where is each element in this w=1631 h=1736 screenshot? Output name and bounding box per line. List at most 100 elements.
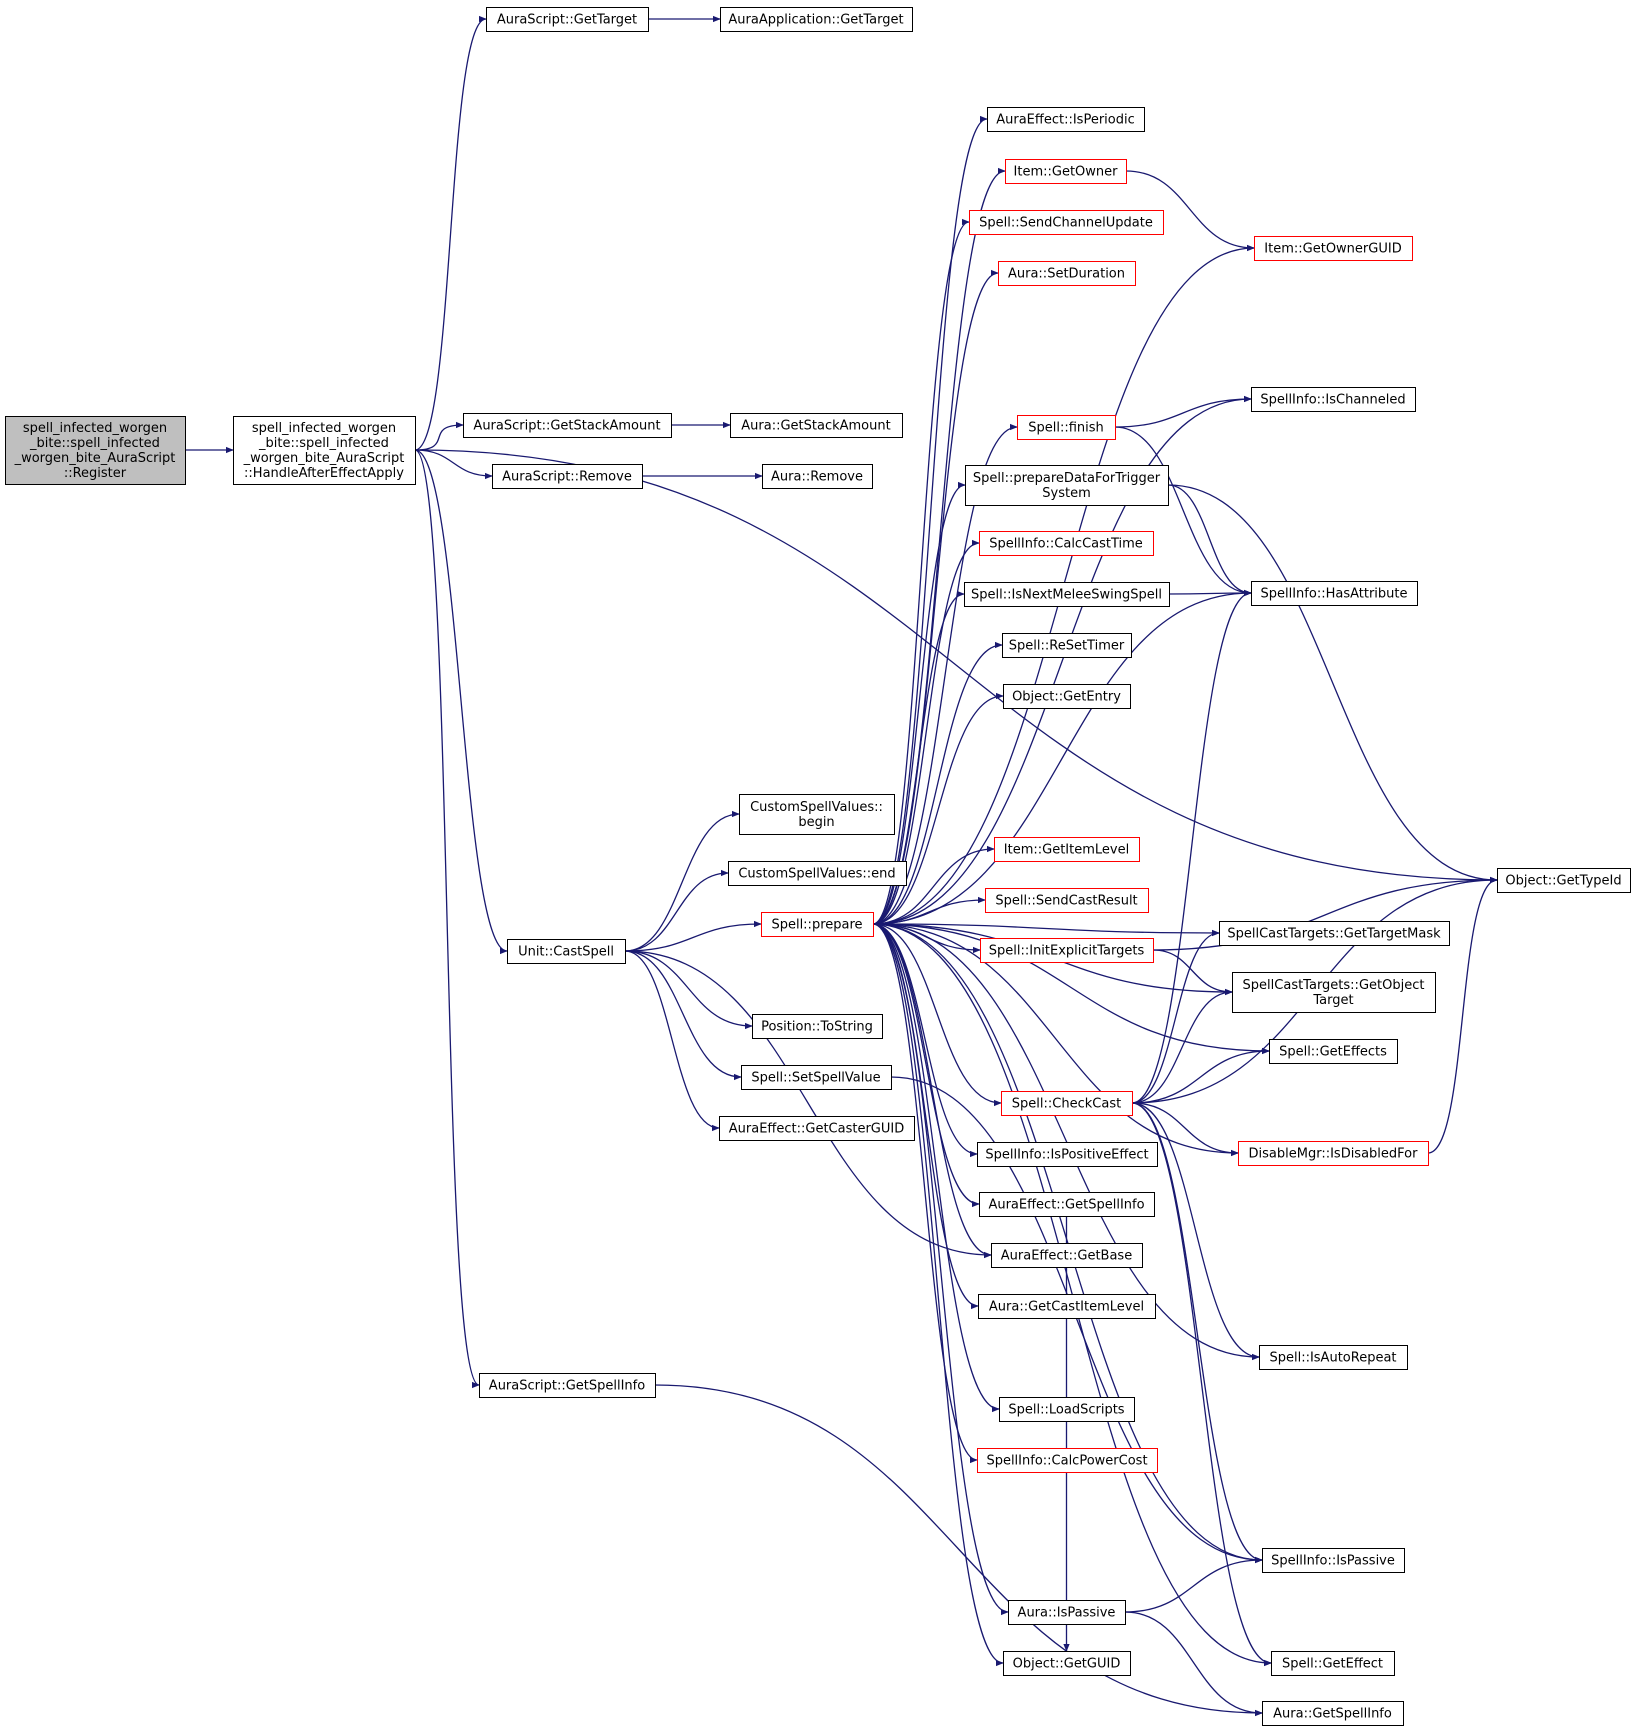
node-hafter[interactable]: spell_infected_worgen_bite::spell_infect… (233, 416, 416, 485)
node-box-itemlevel (994, 837, 1140, 862)
edge-prepare-to-ischanneled (872, 395, 1252, 925)
node-pos_tostring[interactable]: Position::ToString (752, 1014, 883, 1039)
edge-hafter-to-as_gettarget (414, 15, 487, 451)
node-as_remove[interactable]: AuraScript::Remove (492, 464, 643, 489)
node-box-checkcast (1001, 1091, 1133, 1116)
edge-checkcast-to-si_ispassive (1131, 1102, 1263, 1564)
edge-prepare-to-getguid (872, 923, 1004, 1667)
node-a_getstack[interactable]: Aura::GetStackAmount (730, 413, 903, 438)
edge-hafter-to-as_getstack (414, 421, 464, 451)
node-label-nextmelee-0: Spell::IsNextMeleeSwingSpell (971, 588, 1162, 603)
edge-castspell-to-ae_castergiud (624, 950, 720, 1132)
node-label-hafter-3: ::HandleAfterEffectApply (244, 466, 404, 481)
edge-initexplicit-to-objecttarget (1152, 949, 1233, 996)
node-gettypeid[interactable]: Object::GetTypeId (1497, 868, 1631, 893)
node-disabledfor[interactable]: DisableMgr::IsDisabledFor (1238, 1141, 1429, 1166)
node-sendcastresult[interactable]: Spell::SendCastResult (985, 888, 1149, 913)
node-getguid[interactable]: Object::GetGUID (1003, 1651, 1131, 1676)
node-label-ischanneled-0: SpellInfo::IsChanneled (1260, 393, 1405, 408)
node-label-a_getspellinfo-0: Aura::GetSpellInfo (1273, 1707, 1392, 1722)
node-csv_begin[interactable]: CustomSpellValues::begin (739, 794, 895, 835)
node-targetmask[interactable]: SpellCastTargets::GetTargetMask (1219, 921, 1450, 946)
node-label-disabledfor-0: DisableMgr::IsDisabledFor (1249, 1147, 1419, 1162)
node-hasattribute[interactable]: SpellInfo::HasAttribute (1251, 581, 1418, 606)
node-checkcast[interactable]: Spell::CheckCast (1001, 1091, 1133, 1116)
node-label-item_getowner-0: Item::GetOwner (1014, 165, 1119, 180)
node-ae_isperiodic[interactable]: AuraEffect::IsPeriodic (987, 107, 1145, 132)
node-geteffects[interactable]: Spell::GetEffects (1269, 1039, 1398, 1064)
node-csv_end[interactable]: CustomSpellValues::end (728, 861, 907, 886)
node-label-objecttarget-1: Target (1312, 993, 1353, 1008)
node-a_castitemlevel[interactable]: Aura::GetCastItemLevel (978, 1294, 1156, 1319)
node-nextmelee[interactable]: Spell::IsNextMeleeSwingSpell (964, 582, 1170, 607)
node-aa_gettarget[interactable]: AuraApplication::GetTarget (720, 7, 913, 32)
node-getentry[interactable]: Object::GetEntry (1003, 684, 1131, 709)
node-geteffect[interactable]: Spell::GetEffect (1271, 1651, 1395, 1676)
node-box-castspell (507, 939, 626, 964)
node-a_getspellinfo[interactable]: Aura::GetSpellInfo (1262, 1701, 1404, 1726)
edge-prepare-to-sendcastresult (872, 896, 986, 925)
node-as_gettarget[interactable]: AuraScript::GetTarget (486, 7, 649, 32)
node-box-getentry (1003, 684, 1131, 709)
node-box-a_remove (762, 464, 873, 489)
node-isautorepeat[interactable]: Spell::IsAutoRepeat (1259, 1345, 1408, 1370)
edge-prepare-to-nextmelee (872, 590, 965, 925)
node-box-a_castitemlevel (978, 1294, 1156, 1319)
node-box-ae_getbase (991, 1243, 1143, 1268)
node-box-pos_tostring (752, 1014, 883, 1039)
node-finish[interactable]: Spell::finish (1017, 415, 1116, 440)
node-box-as_getspellinfo (479, 1373, 656, 1398)
node-box-geteffect (1271, 1651, 1395, 1676)
node-ispositive[interactable]: SpellInfo::IsPositiveEffect (977, 1142, 1158, 1167)
node-sendchannel[interactable]: Spell::SendChannelUpdate (969, 210, 1164, 235)
node-label-as_remove-0: AuraScript::Remove (502, 470, 632, 485)
node-ischanneled[interactable]: SpellInfo::IsChanneled (1251, 387, 1416, 412)
node-a_ispassive[interactable]: Aura::IsPassive (1008, 1600, 1126, 1625)
node-box-geteffects (1269, 1039, 1398, 1064)
node-a_setduration[interactable]: Aura::SetDuration (998, 261, 1136, 286)
edge-preptrigger-to-hasattribute (1167, 484, 1252, 597)
node-initexplicit[interactable]: Spell::InitExplicitTargets (980, 938, 1154, 963)
node-label-prepare-0: Spell::prepare (771, 918, 862, 933)
node-itemlevel[interactable]: Item::GetItemLevel (994, 837, 1140, 862)
node-label-csv_begin-1: begin (798, 815, 834, 830)
edge-prepare-to-isautorepeat (872, 923, 1260, 1361)
node-castspell[interactable]: Unit::CastSpell (507, 939, 626, 964)
node-label-finish-0: Spell::finish (1028, 421, 1104, 436)
node-label-a_setduration-0: Aura::SetDuration (1008, 267, 1125, 282)
node-ae_getbase[interactable]: AuraEffect::GetBase (991, 1243, 1143, 1268)
node-box-objecttarget (1232, 972, 1436, 1013)
edge-checkcast-to-targetmask (1131, 929, 1220, 1104)
edge-castspell-to-pos_tostring (624, 950, 753, 1030)
node-label-targetmask-0: SpellCastTargets::GetTargetMask (1227, 927, 1441, 942)
edge-item_getowner-to-ownerguid (1125, 170, 1255, 252)
node-as_getspellinfo[interactable]: AuraScript::GetSpellInfo (479, 1373, 656, 1398)
node-si_ispassive[interactable]: SpellInfo::IsPassive (1262, 1548, 1405, 1573)
node-resettimer[interactable]: Spell::ReSetTimer (1002, 633, 1132, 658)
node-setspellvalue[interactable]: Spell::SetSpellValue (741, 1065, 892, 1090)
node-label-ispositive-0: SpellInfo::IsPositiveEffect (985, 1148, 1148, 1163)
node-root: spell_infected_worgen_bite::spell_infect… (5, 416, 186, 485)
node-label-ae_getspellinfo-0: AuraEffect::GetSpellInfo (988, 1198, 1144, 1213)
node-item_getowner[interactable]: Item::GetOwner (1005, 159, 1127, 184)
node-ownerguid[interactable]: Item::GetOwnerGUID (1254, 236, 1413, 261)
node-box-getguid (1003, 1651, 1131, 1676)
node-label-hafter-2: _worgen_bite_AuraScript (243, 451, 405, 466)
node-box-hafter (233, 416, 416, 485)
edge-finish-to-ischanneled (1114, 395, 1252, 428)
node-a_remove[interactable]: Aura::Remove (762, 464, 873, 489)
node-label-a_castitemlevel-0: Aura::GetCastItemLevel (989, 1300, 1144, 1315)
node-loadscripts[interactable]: Spell::LoadScripts (999, 1397, 1135, 1422)
node-calcpowercost[interactable]: SpellInfo::CalcPowerCost (977, 1448, 1158, 1473)
node-ae_getspellinfo[interactable]: AuraEffect::GetSpellInfo (979, 1192, 1155, 1217)
node-calccasttime[interactable]: SpellInfo::CalcCastTime (979, 531, 1154, 556)
node-box-as_getstack (463, 413, 672, 438)
node-as_getstack[interactable]: AuraScript::GetStackAmount (463, 413, 672, 438)
edge-prepare-to-disabledfor (872, 923, 1239, 1157)
node-ae_castergiud[interactable]: AuraEffect::GetCasterGUID (719, 1116, 915, 1141)
edge-a_ispassive-to-a_getspellinfo (1124, 1611, 1263, 1717)
node-prepare[interactable]: Spell::prepare (761, 912, 874, 937)
